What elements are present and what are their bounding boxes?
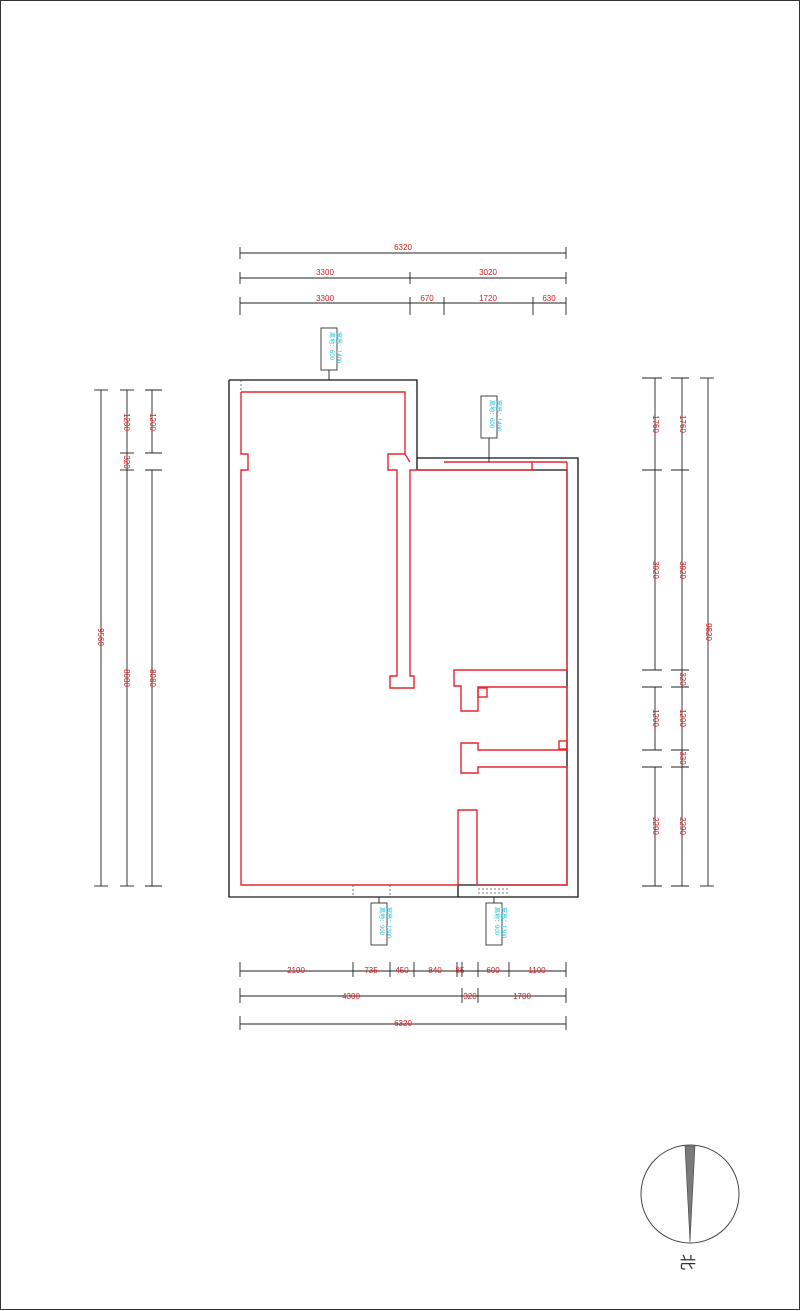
- dim-top-row2-b: 3020: [479, 268, 497, 277]
- window-tag-1: 窗高：1400 离地：600: [320, 327, 343, 380]
- dim-left-col3-a: 1200: [148, 413, 157, 431]
- window-tag-4-line2: 离地：900: [493, 907, 501, 936]
- window-tag-3-line1: 窗高：1300: [385, 907, 393, 939]
- dim-bottom-row1-f: 600: [486, 966, 500, 975]
- dim-top-row3-d: 630: [542, 294, 556, 303]
- dim-bottom-row1-e: 85: [456, 966, 465, 975]
- dim-right-col1-d: 1200: [651, 709, 660, 727]
- dim-right-col2-c: 1200: [678, 709, 687, 727]
- dim-left-overall: 9560: [96, 628, 105, 646]
- window-tag-4: 窗高：1300 离地：900: [485, 897, 508, 946]
- openings: [240, 380, 509, 897]
- window-tag-2-line2: 离地：600: [488, 400, 496, 429]
- north-compass: 北: [640, 1144, 740, 1270]
- left-dimensions: 9560 1200 320 8080 1200 8080: [94, 389, 162, 887]
- window-tag-4-line1: 窗高：1300: [500, 907, 508, 939]
- window-tag-3: 窗高：1300 离地：900: [370, 897, 393, 946]
- dim-right-col1-c: 320: [678, 672, 687, 686]
- dim-top-row3-c: 1720: [479, 294, 497, 303]
- dim-right-col1-b: 3920: [651, 561, 660, 579]
- dim-bottom-row1-d: 840: [428, 966, 442, 975]
- top-dimensions: 6320 3300 3020 3300 670 1720 630: [239, 243, 567, 315]
- dim-top-row3-b: 670: [420, 294, 434, 303]
- dim-right-col2-a: 1760: [678, 415, 687, 433]
- dim-bottom-row1-g: 1100: [528, 966, 546, 975]
- dim-left-col3-b: 8080: [148, 669, 157, 687]
- dim-top-row3-a: 3300: [316, 294, 334, 303]
- dim-left-col2-a: 1200: [122, 413, 131, 431]
- dim-left-col2-b: 320: [122, 455, 131, 469]
- dim-bottom-row1-a: 2190: [287, 966, 305, 975]
- bottom-dimensions: 2190 735 450 840 85 600 1100 4300 320 17…: [239, 962, 567, 1030]
- column-notch-1: [477, 687, 488, 698]
- dim-top-row2-a: 3300: [316, 268, 334, 277]
- dim-right-col2-b: 3920: [678, 561, 687, 579]
- dim-bottom-overall: 6320: [394, 1019, 412, 1028]
- dim-bottom-row2-b: 320: [463, 992, 477, 1001]
- inner-walls: [240, 391, 568, 886]
- dim-bottom-row2-a: 4300: [342, 992, 360, 1001]
- right-dimensions: 1760 3920 320 1200 330 2290 1760 3920 12…: [642, 377, 714, 887]
- window-tag-2-line1: 窗高：1400: [495, 400, 503, 432]
- dim-bottom-row1-c: 450: [395, 966, 409, 975]
- dim-right-overall: 9820: [704, 623, 713, 641]
- wall-joint: [404, 453, 411, 463]
- dim-left-col2-c: 8080: [122, 669, 131, 687]
- dim-right-col1-f: 2290: [651, 817, 660, 835]
- dim-top-overall: 6320: [394, 243, 412, 252]
- dim-bottom-row2-c: 1700: [513, 992, 531, 1001]
- column-notch-2: [558, 740, 568, 750]
- north-arrow-icon: [684, 1145, 696, 1243]
- window-tag-1-line1: 窗高：1400: [335, 332, 343, 364]
- compass-north-label: 北: [678, 1254, 697, 1270]
- window-tag-3-line2: 离地：900: [378, 907, 386, 936]
- dim-right-col1-e: 330: [678, 751, 687, 765]
- dim-right-col1-a: 1760: [651, 415, 660, 433]
- dim-right-col2-e: 2290: [678, 817, 687, 835]
- window-tag-2: 窗高：1400 离地：600: [480, 395, 503, 462]
- dim-bottom-row1-b: 735: [364, 966, 378, 975]
- window-tag-1-line2: 离地：600: [328, 332, 336, 361]
- outer-wall: [228, 379, 579, 898]
- living-room-wall: [240, 391, 568, 886]
